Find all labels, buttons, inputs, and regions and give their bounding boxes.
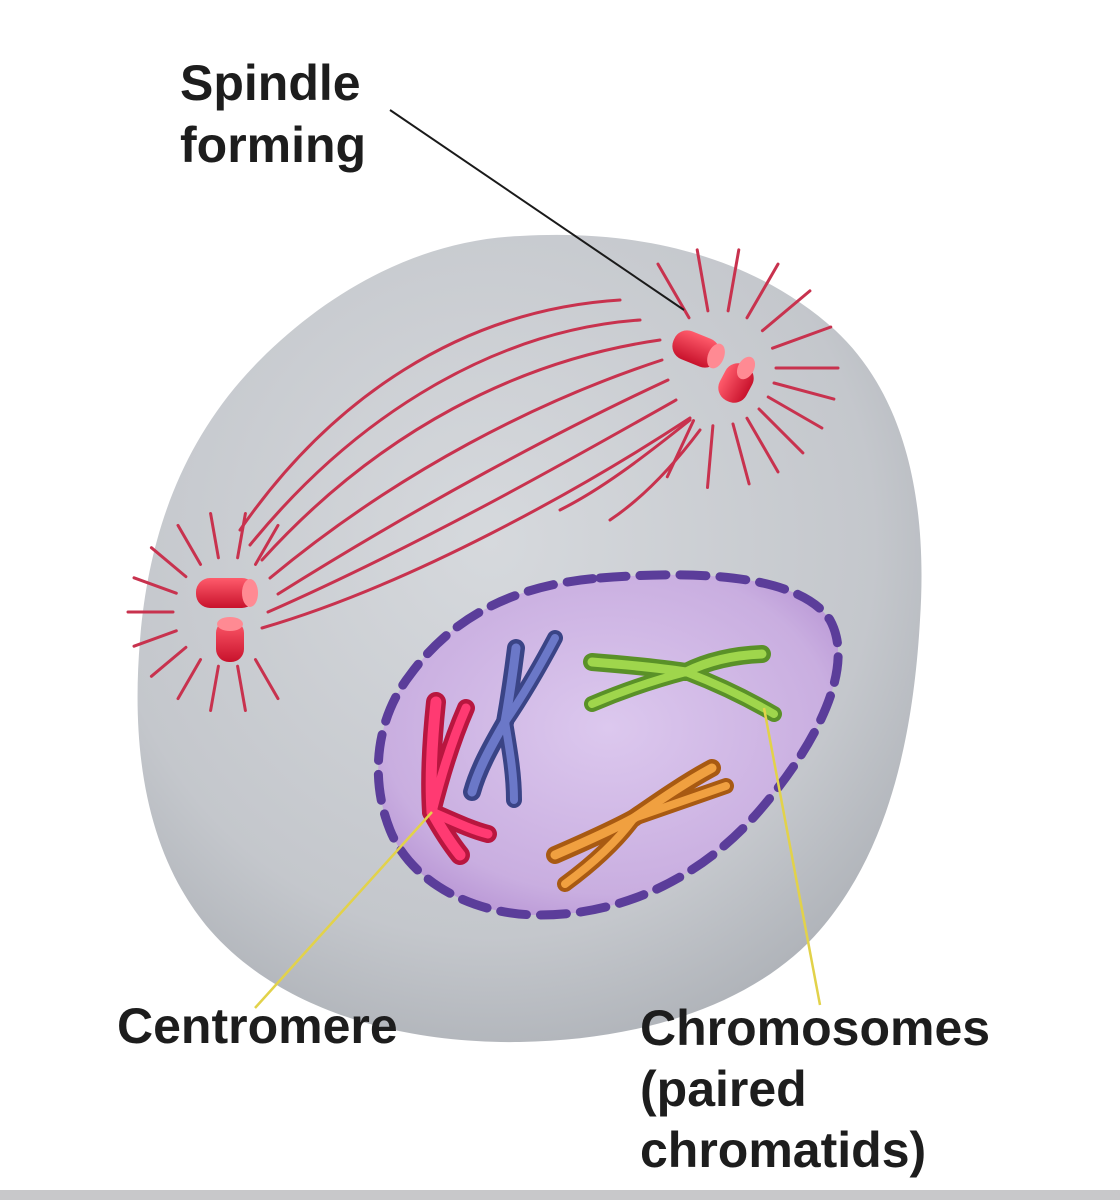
spindle-fiber (608, 428, 702, 522)
spindle-aster-fiber (209, 512, 220, 560)
spindle-aster-fiber (695, 248, 710, 313)
nuclear-envelope (373, 570, 843, 920)
spindle-fiber (266, 398, 678, 614)
centriole-upper-right (672, 330, 756, 403)
spindle-fiber (260, 338, 662, 562)
spindle-aster-fiber (149, 546, 188, 579)
spindle-aster-fiber (254, 523, 280, 566)
label-centromere: Centromere (117, 998, 398, 1054)
spindle-fibers (126, 248, 840, 712)
chromosome-red (421, 692, 497, 865)
chromosome-blue (463, 630, 563, 808)
leader-line-centromere (254, 811, 433, 1009)
label-spindle-forming: Spindle forming (180, 55, 367, 173)
spindle-aster-fiber (176, 523, 202, 566)
spindle-aster-fiber (665, 419, 695, 479)
centriole-left (196, 578, 258, 662)
spindle-fiber (558, 418, 692, 512)
spindle-aster-fiber (254, 658, 280, 701)
spindle-aster-fiber (731, 422, 751, 486)
spindle-aster-fiber (236, 512, 247, 560)
spindle-aster-fiber (726, 248, 741, 313)
spindle-aster-fiber (766, 395, 824, 430)
spindle-aster-fiber (236, 664, 247, 712)
spindle-fiber (268, 358, 664, 580)
bottom-edge-bar (0, 1190, 1120, 1200)
chromosome-green (583, 645, 782, 722)
spindle-aster-fiber (772, 381, 836, 401)
leader-line-chromosomes (762, 707, 822, 1006)
leader-line-spindle (389, 109, 685, 311)
spindle-fiber (276, 378, 670, 596)
spindle-fiber (248, 318, 642, 547)
spindle-fiber (260, 416, 692, 630)
spindle-aster-fiber (706, 424, 715, 489)
spindle-aster-fiber (757, 407, 805, 455)
label-chromosomes: Chromosomes (paired chromatids) (640, 1000, 991, 1178)
spindle-aster-fiber (745, 262, 780, 320)
spindle-aster-fiber (745, 416, 780, 474)
spindle-fiber (238, 298, 622, 532)
spindle-aster-fiber (176, 658, 202, 701)
spindle-aster-fiber (132, 576, 178, 595)
spindle-aster-fiber (771, 325, 833, 350)
spindle-aster-fiber (760, 289, 812, 333)
spindle-aster-fiber (132, 629, 178, 648)
spindle-aster-fiber (149, 645, 188, 678)
chromosome-orange (546, 759, 734, 892)
spindle-aster-fiber (209, 664, 220, 712)
